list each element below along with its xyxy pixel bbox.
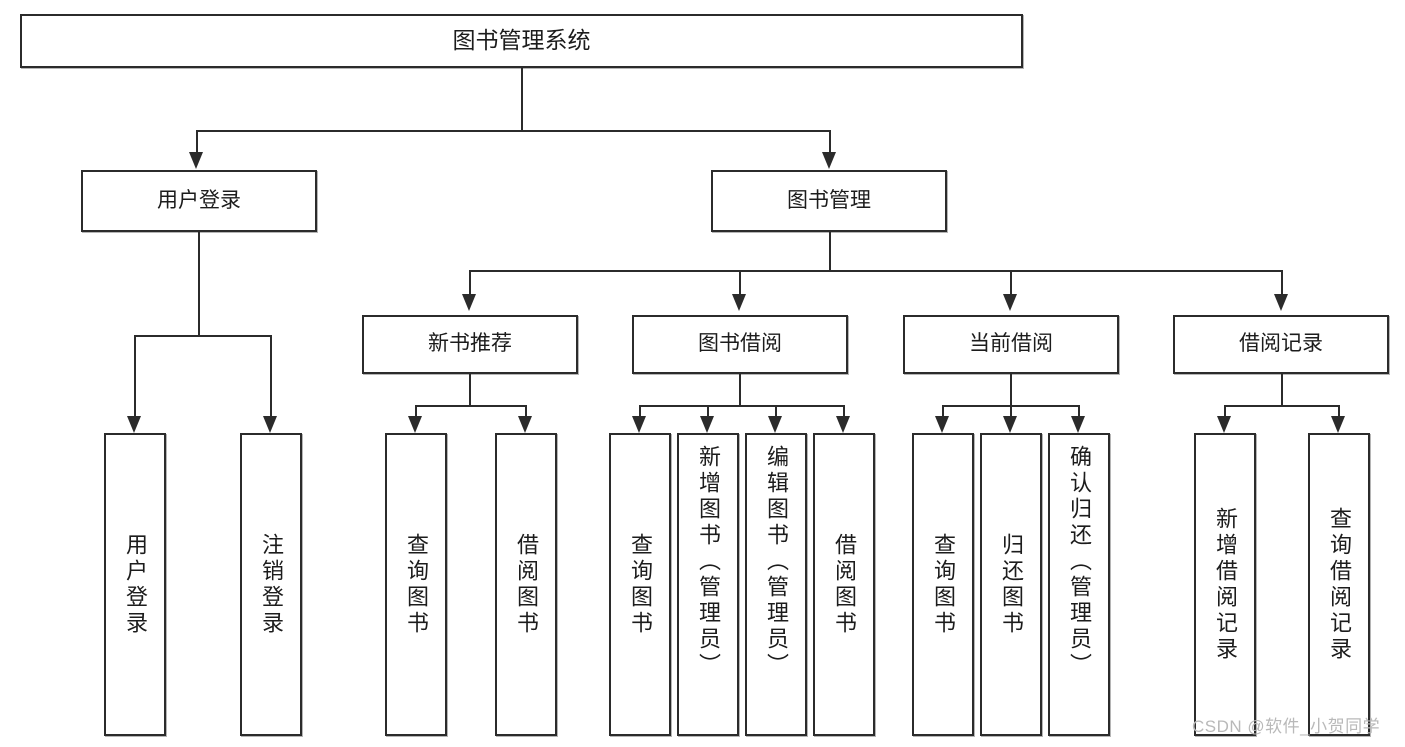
connector-cb-drop-3 [1078, 405, 1080, 416]
connector-bb-drop-2 [707, 405, 709, 416]
connector-user-login-stem [198, 232, 200, 335]
node-label: 用户登录 [157, 188, 241, 212]
connector-bm-drop-4 [1281, 270, 1283, 294]
node-label: 借阅图书 [832, 532, 857, 637]
connector-bb-bus [639, 405, 843, 407]
node-label: 编辑图书（管理员） [764, 445, 789, 679]
connector-book-management-bus [469, 270, 1281, 272]
connector-user-login-drop-2 [270, 335, 272, 416]
node-book-management[interactable]: 图书管理 [711, 170, 947, 232]
connector-bb-drop-3 [775, 405, 777, 416]
connector-br-drop-2 [1338, 405, 1340, 416]
connector-root-drop-right [829, 130, 831, 152]
connector-br-bus [1224, 405, 1338, 407]
leaf-add-borrow-record[interactable]: 新增借阅记录 [1194, 433, 1256, 736]
connector-bb-drop-1 [639, 405, 641, 416]
node-label: 图书借阅 [698, 332, 782, 356]
leaf-borrow-book-1[interactable]: 借阅图书 [495, 433, 557, 736]
arrow-to-leaf-query-book-3 [935, 416, 949, 433]
arrow-to-leaf-add-book [700, 416, 714, 433]
leaf-borrow-book-2[interactable]: 借阅图书 [813, 433, 875, 736]
node-label: 查询借阅记录 [1327, 506, 1352, 663]
leaf-query-book-1[interactable]: 查询图书 [385, 433, 447, 736]
node-borrow-record[interactable]: 借阅记录 [1173, 315, 1389, 374]
connector-book-management-stem [829, 232, 831, 270]
connector-cb-drop-1 [942, 405, 944, 416]
connector-user-login-bus [134, 335, 270, 337]
arrow-to-leaf-query-book-1 [408, 416, 422, 433]
arrow-to-leaf-confirm-return [1071, 416, 1085, 433]
node-label: 借阅图书 [514, 532, 539, 637]
arrow-to-book-borrow [732, 294, 746, 311]
node-label: 新书推荐 [428, 332, 512, 356]
connector-root-stem [521, 68, 523, 130]
leaf-return-book[interactable]: 归还图书 [980, 433, 1042, 736]
connector-bb-drop-4 [843, 405, 845, 416]
arrow-to-borrow-record [1274, 294, 1288, 311]
node-new-book-recommend[interactable]: 新书推荐 [362, 315, 578, 374]
node-label: 新增借阅记录 [1213, 506, 1238, 663]
arrow-to-leaf-logout-login [263, 416, 277, 433]
csdn-watermark: CSDN @软件_小贺同学 [1192, 717, 1381, 736]
connector-br-drop-1 [1224, 405, 1226, 416]
arrow-to-new-book-recommend [462, 294, 476, 311]
node-label: 用户登录 [123, 532, 148, 637]
node-book-borrow[interactable]: 图书借阅 [632, 315, 848, 374]
leaf-query-book-2[interactable]: 查询图书 [609, 433, 671, 736]
node-label: 归还图书 [999, 532, 1024, 637]
connector-bm-drop-2 [739, 270, 741, 294]
node-label: 查询图书 [931, 532, 956, 637]
leaf-confirm-return[interactable]: 确认归还（管理员） [1048, 433, 1110, 736]
node-label: 查询图书 [628, 532, 653, 637]
connector-cb-stem [1010, 374, 1012, 405]
connector-root-drop-left [196, 130, 198, 152]
connector-bm-drop-3 [1010, 270, 1012, 294]
connector-nbr-drop-2 [525, 405, 527, 416]
node-label: 当前借阅 [969, 332, 1053, 356]
arrow-to-leaf-return-book [1003, 416, 1017, 433]
arrow-to-leaf-borrow-book-1 [518, 416, 532, 433]
connector-nbr-bus [415, 405, 525, 407]
connector-cb-drop-2 [1010, 405, 1012, 416]
arrow-to-book-management [822, 152, 836, 169]
arrow-to-leaf-query-borrow-record [1331, 416, 1345, 433]
arrow-to-user-login [189, 152, 203, 169]
node-current-borrow[interactable]: 当前借阅 [903, 315, 1119, 374]
leaf-user-login[interactable]: 用户登录 [104, 433, 166, 736]
connector-nbr-stem [469, 374, 471, 405]
connector-nbr-drop-1 [415, 405, 417, 416]
connector-user-login-drop-1 [134, 335, 136, 416]
node-label: 查询图书 [404, 532, 429, 637]
node-root-system[interactable]: 图书管理系统 [20, 14, 1023, 68]
node-label: 确认归还（管理员） [1067, 445, 1092, 679]
node-label: 注销登录 [259, 532, 284, 637]
connector-bb-stem [739, 374, 741, 405]
connector-bm-drop-1 [469, 270, 471, 294]
arrow-to-leaf-edit-book [768, 416, 782, 433]
leaf-edit-book[interactable]: 编辑图书（管理员） [745, 433, 807, 736]
arrow-to-current-borrow [1003, 294, 1017, 311]
node-label: 图书管理系统 [452, 27, 591, 54]
arrow-to-leaf-borrow-book-2 [836, 416, 850, 433]
leaf-add-book[interactable]: 新增图书（管理员） [677, 433, 739, 736]
leaf-query-borrow-record[interactable]: 查询借阅记录 [1308, 433, 1370, 736]
arrow-to-leaf-add-borrow-record [1217, 416, 1231, 433]
leaf-query-book-3[interactable]: 查询图书 [912, 433, 974, 736]
leaf-logout-login[interactable]: 注销登录 [240, 433, 302, 736]
node-label: 借阅记录 [1239, 332, 1323, 356]
arrow-to-leaf-user-login [127, 416, 141, 433]
node-user-login[interactable]: 用户登录 [81, 170, 317, 232]
node-label: 图书管理 [787, 188, 871, 212]
connector-br-stem [1281, 374, 1283, 405]
arrow-to-leaf-query-book-2 [632, 416, 646, 433]
connector-root-bus [196, 130, 829, 132]
node-label: 新增图书（管理员） [696, 445, 721, 679]
